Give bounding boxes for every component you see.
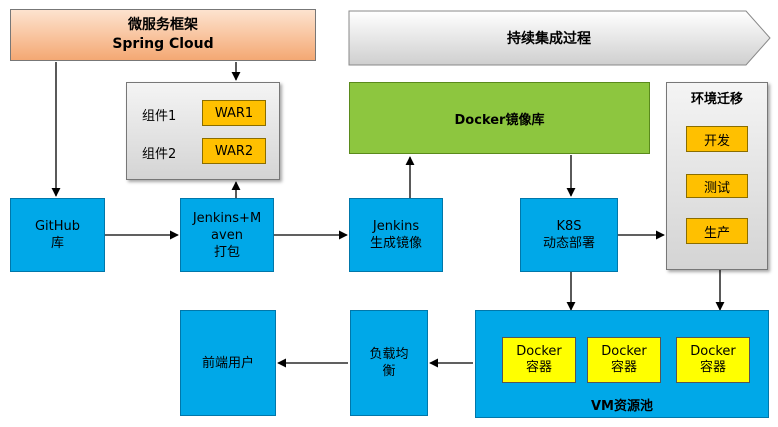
stage-test-label: 测试 (703, 180, 730, 196)
container-3-line2: 容器 (699, 360, 726, 375)
env-migration-title: 环境迁移 (690, 92, 743, 107)
jenkins-maven-line1: Jenkins+M (192, 210, 262, 226)
frontend-user-label: 前端用户 (201, 355, 254, 371)
war1-label: WAR1 (214, 105, 254, 121)
stage-test-box: 测试 (686, 174, 748, 198)
components-panel (126, 82, 280, 180)
stage-prod-box: 生产 (686, 218, 748, 244)
jenkins-maven-line3: 打包 (213, 244, 240, 260)
docker-registry-box: Docker镜像库 (349, 82, 650, 154)
github-box: GitHub 库 (10, 198, 105, 272)
container-1-line2: 容器 (525, 360, 552, 375)
microservice-title: 微服务框架 (128, 17, 198, 33)
jenkins-maven-box: Jenkins+M aven 打包 (180, 198, 274, 272)
spring-cloud-label: Spring Cloud (112, 36, 214, 52)
ci-banner: 持续集成过程 (349, 11, 749, 65)
jenkins-image-box: Jenkins 生成镜像 (349, 198, 443, 272)
container-2-line2: 容器 (610, 360, 637, 375)
container-2-line1: Docker (601, 344, 647, 359)
vm-pool-title: VM资源池 (591, 399, 653, 414)
load-balancer-box: 负载均 衡 (350, 310, 428, 416)
load-balancer-line2: 衡 (382, 364, 396, 379)
load-balancer-line1: 负载均 (369, 347, 409, 362)
jenkins-image-line2: 生成镜像 (369, 236, 422, 251)
war2-label: WAR2 (214, 143, 254, 159)
k8s-line1: K8S (556, 219, 582, 234)
ci-banner-label: 持续集成过程 (507, 31, 591, 47)
docker-container-2: Docker 容器 (587, 337, 661, 383)
k8s-box: K8S 动态部署 (520, 198, 618, 272)
k8s-line2: 动态部署 (542, 236, 595, 251)
github-label: GitHub (34, 219, 81, 234)
component-label-2: 组件2 (142, 147, 177, 162)
docker-registry-label: Docker镜像库 (454, 112, 545, 128)
stage-dev-label: 开发 (703, 133, 730, 149)
stage-prod-label: 生产 (703, 225, 730, 241)
github-repo-label: 库 (50, 236, 64, 251)
docker-container-3: Docker 容器 (676, 337, 750, 383)
war1-box: WAR1 (202, 100, 266, 126)
ci-banner-shape (348, 10, 771, 66)
jenkins-maven-line2: aven (211, 227, 243, 243)
war2-box: WAR2 (202, 138, 266, 164)
container-1-line1: Docker (516, 344, 562, 359)
stage-dev-box: 开发 (686, 126, 748, 152)
docker-container-1: Docker 容器 (502, 337, 576, 383)
container-3-line1: Docker (690, 344, 736, 359)
component-label-1: 组件1 (142, 109, 177, 124)
frontend-user-box: 前端用户 (180, 310, 276, 416)
jenkins-image-line1: Jenkins (372, 219, 420, 234)
microservice-framework-box: 微服务框架 Spring Cloud (10, 9, 316, 61)
